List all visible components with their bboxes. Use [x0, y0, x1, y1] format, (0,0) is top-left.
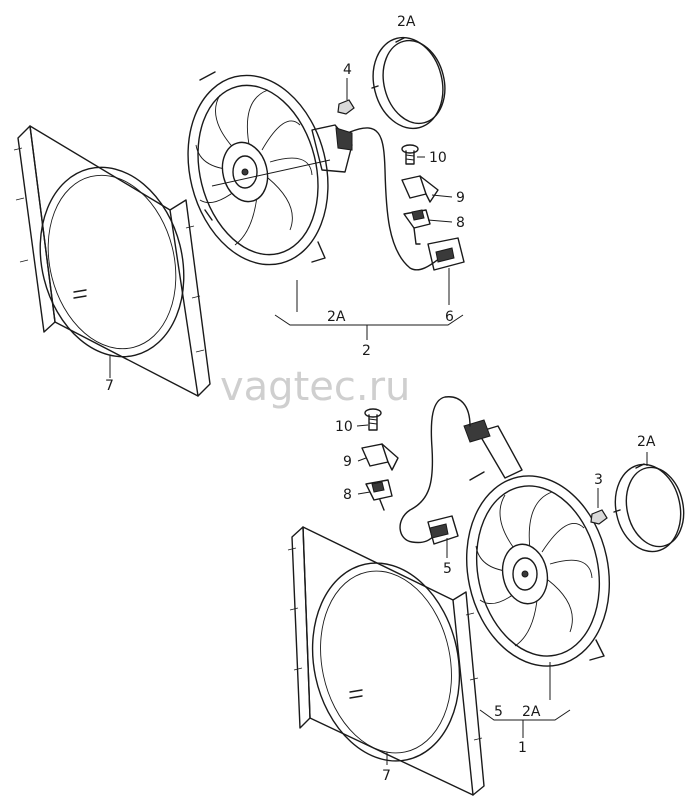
bottom-fan-shroud	[287, 526, 485, 796]
label-6-connector: 6	[445, 309, 454, 325]
top-fan-motor	[187, 71, 353, 266]
label-9-top-bracket: 9	[456, 190, 465, 206]
label-1-bottom-assembly: 1	[518, 740, 527, 756]
watermark-text: vagtec.ru	[220, 364, 410, 410]
top-cable-harness	[349, 127, 465, 271]
label-7-bottom-shroud: 7	[382, 768, 391, 784]
top-bracket-8	[403, 209, 431, 245]
label-3-nut: 3	[594, 472, 603, 488]
label-8-bottom-bracket: 8	[343, 487, 352, 503]
label-8-top-bracket: 8	[456, 215, 465, 231]
bottom-fan-motor	[463, 419, 611, 667]
top-nut-4	[337, 99, 355, 115]
label-5-connector: 5	[443, 561, 452, 577]
label-9-bottom-bracket: 9	[343, 454, 352, 470]
bottom-screw-10	[364, 408, 382, 431]
label-4-nut: 4	[343, 62, 352, 78]
bottom-motor-cover-2a	[613, 463, 685, 553]
top-bracket-9	[401, 175, 439, 203]
bottom-bracket-8	[365, 479, 393, 511]
top-screw-10	[401, 144, 419, 165]
bottom-bracket-9	[361, 443, 399, 471]
label-2a-top-cover: 2A	[397, 14, 416, 30]
label-7-top-shroud: 7	[105, 378, 114, 394]
bottom-cable-harness	[399, 396, 471, 545]
label-2a-right-cover: 2A	[637, 434, 656, 450]
label-2a-bottom-group: 2A	[522, 704, 541, 720]
label-2a-top-group: 2A	[327, 309, 346, 325]
bottom-leader-lines	[356, 424, 648, 765]
label-5-bottom-group: 5	[494, 704, 503, 720]
bottom-nut-3	[590, 509, 608, 525]
top-motor-cover-2a	[371, 36, 446, 130]
label-10-top-screw: 10	[429, 150, 447, 166]
label-2-top-assembly: 2	[362, 343, 371, 359]
label-10-bottom-screw: 10	[335, 419, 353, 435]
top-leader-lines	[109, 78, 464, 378]
top-fan-shroud	[13, 125, 211, 397]
